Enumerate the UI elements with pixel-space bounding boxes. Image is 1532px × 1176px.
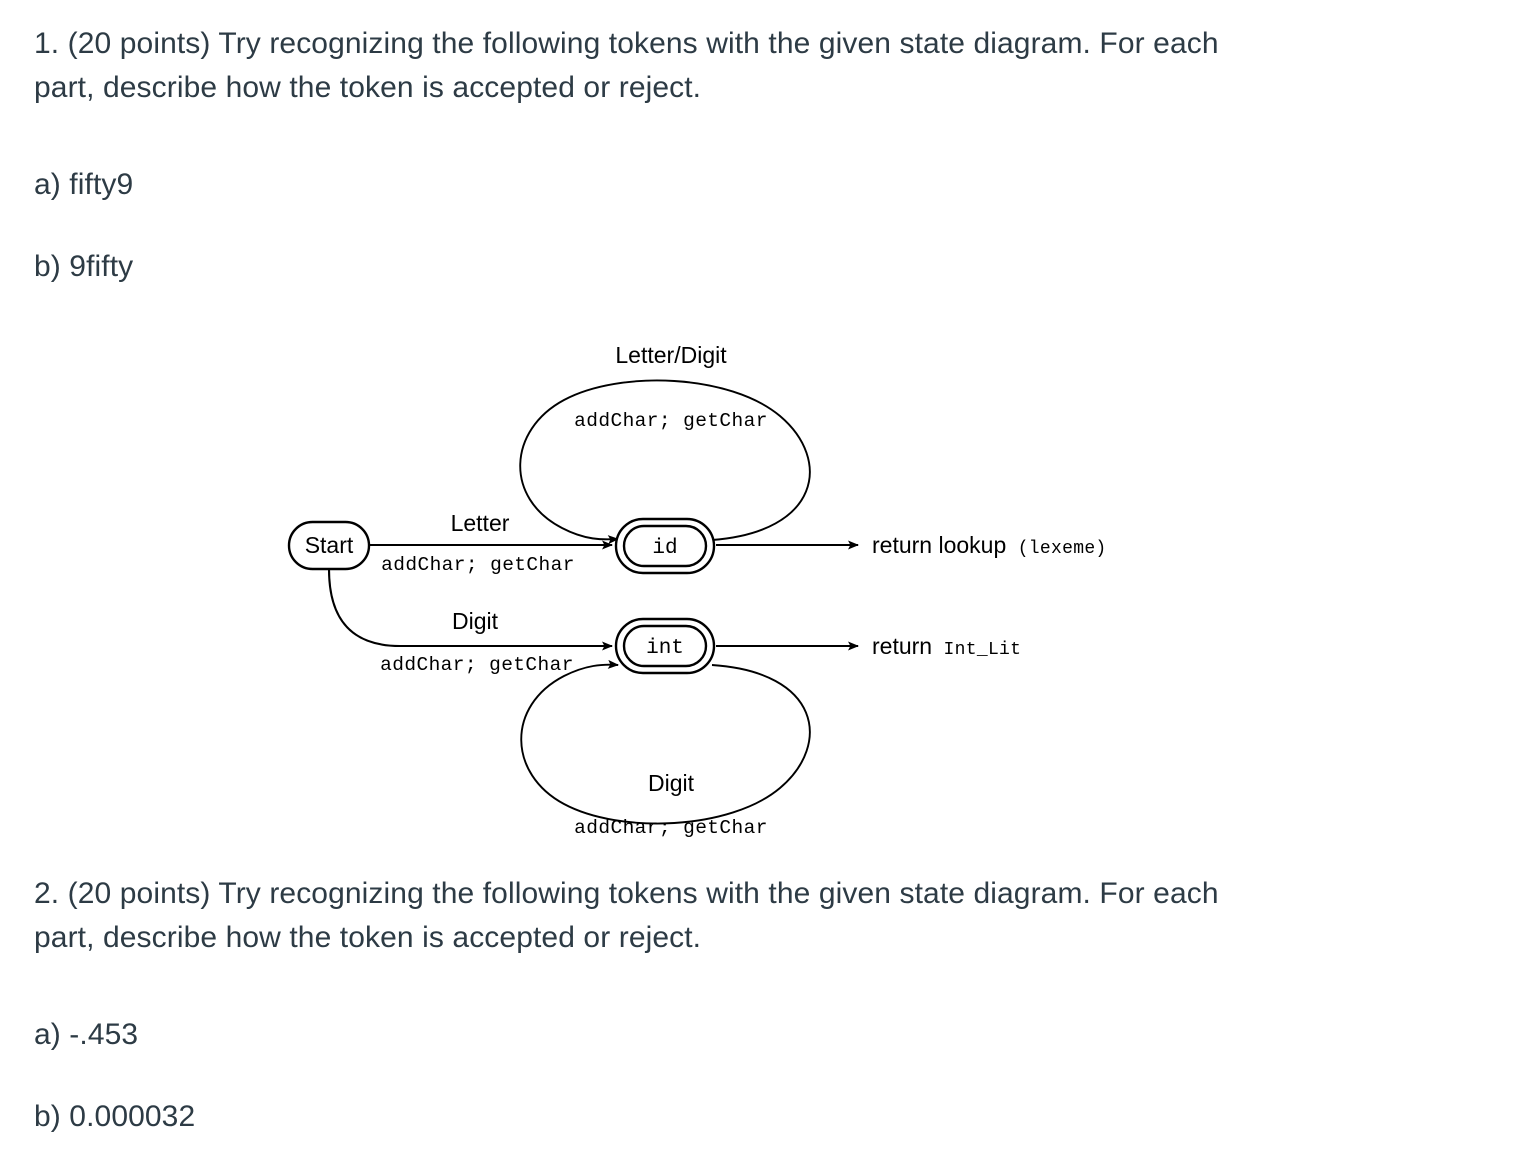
question-1-prompt-text: 1. (20 points) Try recognizing the follo… — [34, 27, 1219, 105]
state-node-id[interactable]: id — [614, 517, 716, 575]
transition-start-to-int-action: addChar; getChar — [380, 654, 574, 676]
question-2-prompt-text: 2. (20 points) Try recognizing the follo… — [34, 877, 1219, 955]
transition-int-self-loop-condition: Digit — [648, 770, 695, 796]
question-2-prompt: 2. (20 points) Try recognizing the follo… — [34, 872, 1274, 961]
question-1-part-a-label: a) fifty9 — [34, 168, 134, 201]
question-2-part-a-label: a) -.453 — [34, 1018, 139, 1051]
output-id-return-mono: (lexeme) — [1018, 539, 1107, 559]
state-node-int[interactable]: int — [614, 617, 716, 675]
output-id-return: return lookup (lexeme) — [716, 532, 1107, 559]
state-node-id-label: id — [652, 537, 677, 560]
state-node-start[interactable]: Start — [287, 520, 371, 571]
state-diagram-svg: Letter/Digit addChar; getChar Letter add… — [287, 342, 1107, 839]
output-int-return-text: return Int_Lit — [872, 633, 1021, 660]
transition-id-self-loop-condition: Letter/Digit — [615, 342, 727, 368]
question-2-part-b-label: b) 0.000032 — [34, 1100, 196, 1133]
question-1-part-b-label: b) 9fifty — [34, 250, 134, 283]
question-1-prompt: 1. (20 points) Try recognizing the follo… — [34, 22, 1274, 111]
output-int-return-mono: Int_Lit — [944, 640, 1022, 660]
transition-start-to-int: Digit addChar; getChar — [327, 568, 613, 676]
transition-start-to-id-action: addChar; getChar — [381, 554, 575, 576]
state-diagram-figure: Letter/Digit addChar; getChar Letter add… — [0, 320, 1532, 860]
output-id-return-text: return lookup (lexeme) — [872, 532, 1107, 559]
state-node-int-label: int — [646, 637, 684, 660]
transition-start-to-int-condition: Digit — [452, 608, 499, 634]
transition-id-self-loop: Letter/Digit addChar; getChar — [519, 342, 811, 545]
transition-int-self-loop: Digit addChar; getChar — [520, 659, 811, 839]
question-2-part-b: b) 0.000032 — [34, 1095, 195, 1139]
transition-start-to-id-condition: Letter — [451, 510, 510, 536]
output-int-return-plain: return — [872, 633, 932, 659]
state-node-start-label: Start — [305, 532, 354, 558]
transition-start-to-id: Letter addChar; getChar — [369, 510, 613, 576]
question-1-part-b: b) 9fifty — [34, 245, 133, 289]
question-1-part-a: a) fifty9 — [34, 163, 133, 207]
transition-id-self-loop-action: addChar; getChar — [574, 410, 768, 432]
transition-int-self-loop-action: addChar; getChar — [574, 817, 768, 839]
question-2-part-a: a) -.453 — [34, 1013, 138, 1057]
output-id-return-plain: return lookup — [872, 532, 1006, 558]
output-int-return: return Int_Lit — [716, 633, 1021, 660]
